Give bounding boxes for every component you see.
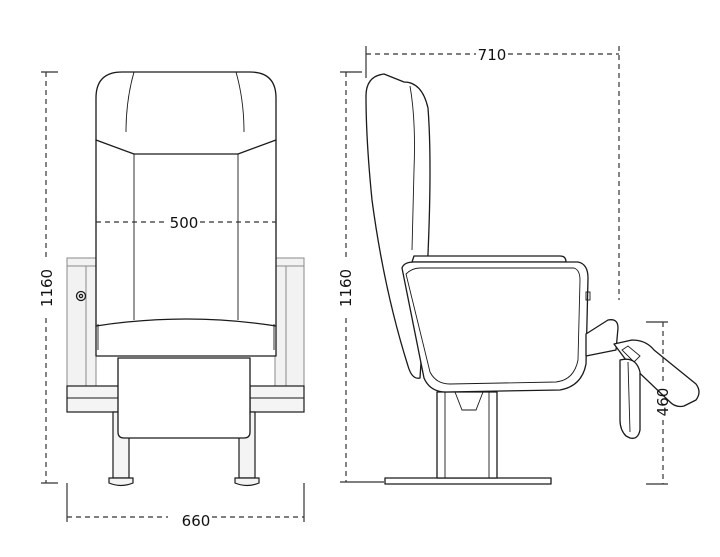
- front-backrest: [95, 71, 277, 357]
- side-floor-plate: [384, 477, 552, 485]
- dim-front-height: 1160: [38, 269, 56, 307]
- dim-tray-height: 460: [654, 388, 672, 417]
- side-seat-top: [411, 255, 567, 263]
- dim-side-depth: 710: [478, 46, 507, 64]
- dim-seat-width: 500: [170, 214, 199, 232]
- side-view: 1160 710 460: [337, 46, 700, 485]
- side-seat-body: [401, 261, 589, 393]
- front-left-armrest: [66, 257, 97, 387]
- front-view: 500 1160 660: [38, 71, 305, 530]
- front-right-armrest: [274, 257, 305, 387]
- side-pedestal: [436, 391, 498, 479]
- dim-side-height: 1160: [337, 269, 355, 307]
- side-tray-table: [585, 319, 700, 439]
- dim-overall-width: 660: [182, 512, 211, 530]
- front-seat-cushion: [117, 357, 251, 439]
